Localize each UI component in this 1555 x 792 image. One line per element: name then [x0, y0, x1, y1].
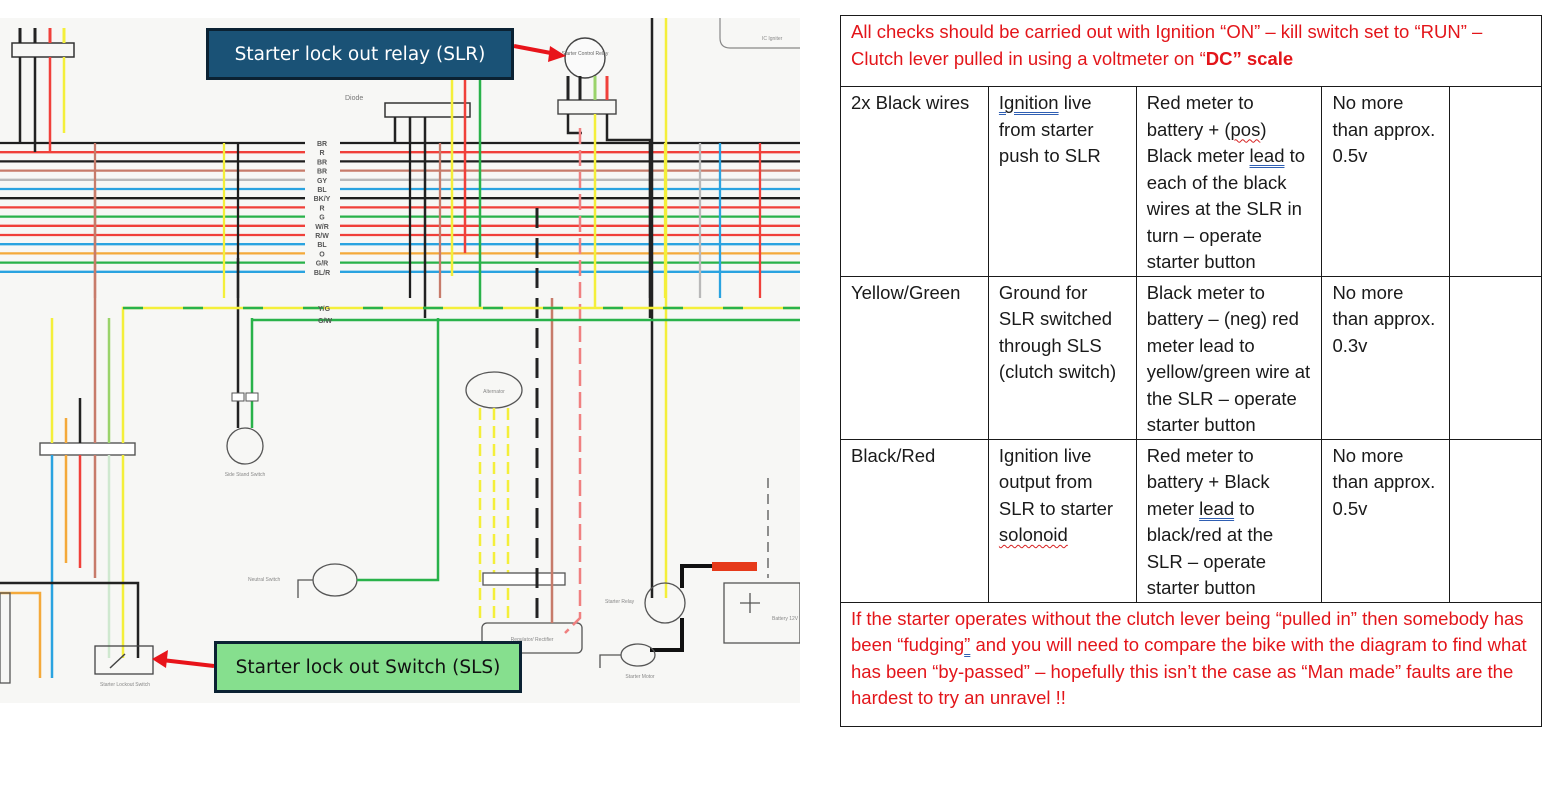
starter-motor-label: Starter Motor — [625, 674, 655, 680]
harness-wire-label: R — [319, 150, 324, 157]
sls-arrow-head — [152, 650, 168, 668]
grammar-marked-word: ” — [964, 634, 971, 655]
spelling-marked-word: solonoid — [998, 524, 1068, 545]
function-cell: Ignition live output from SLR to starter… — [987, 438, 1137, 603]
harness-wire-label: R — [319, 205, 324, 212]
starter-control-relay: Starter Control Relay — [557, 37, 652, 318]
footer-warning: If the starter operates without the clut… — [840, 601, 1542, 727]
procedure-cell: Black meter to battery – (neg) red meter… — [1135, 275, 1323, 440]
callout-arrows — [152, 44, 566, 668]
harness-wire-label: BR — [317, 159, 327, 166]
table-row: Yellow/Green Ground for SLR switched thr… — [840, 275, 1542, 440]
alternator-label: Alternator — [483, 389, 505, 395]
harness-wire-label: BK/Y — [314, 196, 331, 203]
yg-gw-wires: Y/G G/W — [121, 306, 800, 325]
label-gw: G/W — [318, 318, 332, 325]
wire-cell: Black/Red — [840, 438, 989, 603]
procedure-text: Red meter to battery + ( — [1146, 92, 1254, 140]
harness-wire-label: BR — [317, 169, 327, 176]
function-text: live from starter push to SLR — [998, 92, 1101, 166]
footer-text: If the starter operates without the clut… — [851, 607, 1524, 656]
header-bold-text: DC” scale — [1205, 47, 1294, 69]
regulator-label: Regulator/ Rectifier — [511, 637, 554, 643]
harness-wire-label: W/R — [315, 224, 329, 231]
voltage-check-table: All checks should be carried out with Ig… — [840, 15, 1542, 727]
battery-label: Battery 12V — [772, 616, 799, 622]
harness-wire-label: O — [319, 251, 325, 258]
harness-wire-label: BR — [317, 141, 327, 148]
table-footer-row: If the starter operates without the clut… — [840, 601, 1542, 727]
spelling-marked-word: pos — [1230, 118, 1261, 140]
diode-connector: Diode — [345, 78, 482, 318]
harness-wire-label: G/R — [316, 261, 328, 268]
neutral-label: Neutral Switch — [248, 577, 280, 583]
footer-text: and you will need to compare the bike wi… — [851, 634, 1527, 708]
slr-arrow-head — [548, 46, 566, 62]
notes-cell — [1449, 86, 1542, 277]
harness-wire-label: BL — [317, 187, 327, 194]
harness-wire-label: G — [319, 215, 325, 222]
neutral-switch: Neutral Switch — [248, 318, 440, 598]
limit-cell: No more than approx. 0.5v — [1321, 438, 1451, 603]
table-row: 2x Black wires Ignition live from starte… — [840, 86, 1542, 277]
procedure-cell: Red meter to battery + Black meter lead … — [1135, 438, 1323, 603]
procedure-text: ) Black meter — [1146, 118, 1267, 167]
table-row: Black/Red Ignition live output from SLR … — [840, 438, 1542, 603]
procedure-text: Red meter to battery + Black meter — [1146, 444, 1270, 519]
left-connector — [0, 188, 140, 684]
grammar-marked-word: lead — [1249, 145, 1285, 166]
label-yg: Y/G — [318, 306, 331, 313]
sls-callout: Starter lock out Switch (SLS) — [214, 641, 522, 693]
ic-igniter: IC Igniter — [719, 18, 800, 49]
harness-wire-label: BL — [317, 242, 327, 249]
slr-arrow-line — [513, 44, 557, 56]
harness-wire-label: GY — [317, 178, 327, 185]
grammar-marked-word: Ignition — [998, 92, 1059, 113]
limit-cell: No more than approx. 0.5v — [1321, 86, 1451, 277]
header-text: All checks should be carried out with Ig… — [851, 21, 1483, 69]
slr-callout: Starter lock out relay (SLR) — [206, 28, 514, 80]
relay-label: Starter Control Relay — [562, 51, 609, 57]
top-left-connector — [11, 28, 75, 152]
regulator-rectifier: Regulator/ Rectifier — [481, 128, 583, 654]
starter-relay-label: Starter Relay — [605, 599, 635, 605]
wire-cell: 2x Black wires — [840, 86, 989, 277]
battery: Battery 12V — [723, 582, 800, 644]
function-cell: Ignition live from starter push to SLR — [987, 86, 1137, 277]
diode-label: Diode — [345, 95, 363, 102]
ic-igniter-label: IC Igniter — [762, 36, 783, 42]
slr-callout-text: Starter lock out relay (SLR) — [234, 43, 486, 65]
wire-cell: Yellow/Green — [840, 275, 989, 440]
function-text: Ignition live output from SLR to starter — [998, 444, 1114, 519]
diagram-background — [0, 18, 800, 703]
starter-lockout-switch: Starter Lockout Switch — [94, 645, 154, 688]
lockout-switch-label: Starter Lockout Switch — [100, 682, 150, 688]
side-stand-label: Side Stand Switch — [225, 472, 266, 478]
alternator: Alternator — [465, 371, 523, 618]
sls-callout-text: Starter lock out Switch (SLS) — [235, 656, 501, 678]
table-header-row: All checks should be carried out with Ig… — [840, 15, 1542, 87]
procedure-cell: Red meter to battery + (pos) Black meter… — [1135, 86, 1323, 277]
grammar-marked-word: lead — [1199, 497, 1235, 519]
starter-motor: Starter Motor — [599, 643, 656, 680]
limit-cell: No more than approx. 0.3v — [1321, 275, 1451, 440]
procedure-text: to black/red at the SLR – operate starte… — [1146, 497, 1274, 599]
procedure-text: to each of the black wires at the SLR in… — [1146, 145, 1306, 272]
function-cell: Ground for SLR switched through SLS (clu… — [987, 275, 1137, 440]
harness-wire-label: R/W — [315, 233, 329, 240]
harness-wire-label: BL/R — [314, 270, 330, 277]
side-stand-switch: Side Stand Switch — [225, 258, 266, 478]
notes-cell — [1449, 438, 1542, 603]
sls-arrow-line — [161, 658, 215, 668]
header-instructions: All checks should be carried out with Ig… — [840, 15, 1542, 87]
notes-cell — [1449, 275, 1542, 440]
